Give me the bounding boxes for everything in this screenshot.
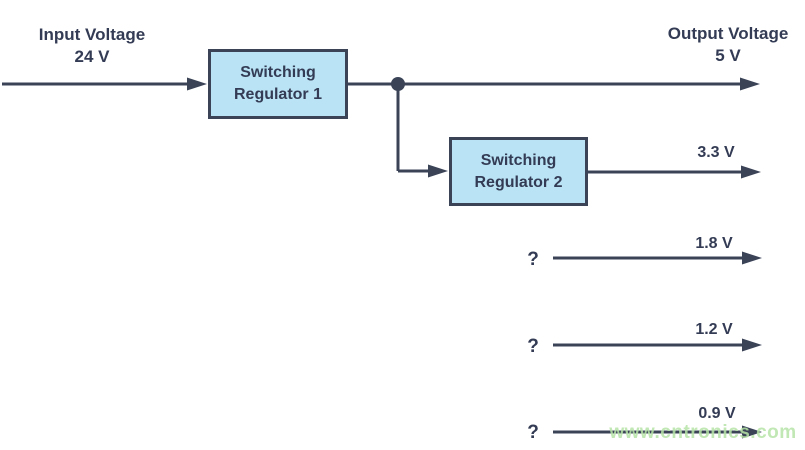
regulator1-label: Switching Regulator 1 [233, 64, 322, 103]
input-voltage-header: Input Voltage 24 V [39, 24, 145, 68]
input-voltage-label: Input Voltage [38, 25, 146, 44]
unknown-rail-arrow-0-9v [553, 425, 762, 439]
site-watermark: www.cntronics.com [609, 422, 797, 443]
voltage-label-0-9v: 0.9 V [698, 405, 736, 422]
unknown-rail-arrow-1-8v [553, 251, 762, 265]
unknown-source-marker-3: ? [527, 422, 539, 443]
unknown-source-marker-1: ? [527, 249, 539, 270]
output-voltage-label: Output Voltage [667, 24, 789, 43]
input-arrow [2, 77, 207, 91]
output-arrow-5v [348, 77, 760, 91]
regulator2-label: Switching Regulator 2 [474, 151, 563, 191]
voltage-label-1-8v: 1.8 V [695, 235, 733, 252]
unknown-rail-arrow-1-2v [553, 338, 762, 352]
output-voltage-header: Output Voltage 5 V [668, 23, 789, 67]
regulator2-box: Switching Regulator 2 [449, 137, 588, 206]
voltage-label-1-2v: 1.2 V [695, 321, 733, 338]
voltage-label-3-3v: 3.3 V [697, 144, 735, 161]
regulator1-box: Switching Regulator 1 [208, 49, 348, 119]
branch-connector [396, 84, 448, 178]
output-arrow-3-3v [588, 165, 761, 179]
input-voltage-value: 24 V [74, 47, 110, 66]
output-voltage-value-5v: 5 V [715, 46, 741, 65]
unknown-source-marker-2: ? [527, 336, 539, 357]
